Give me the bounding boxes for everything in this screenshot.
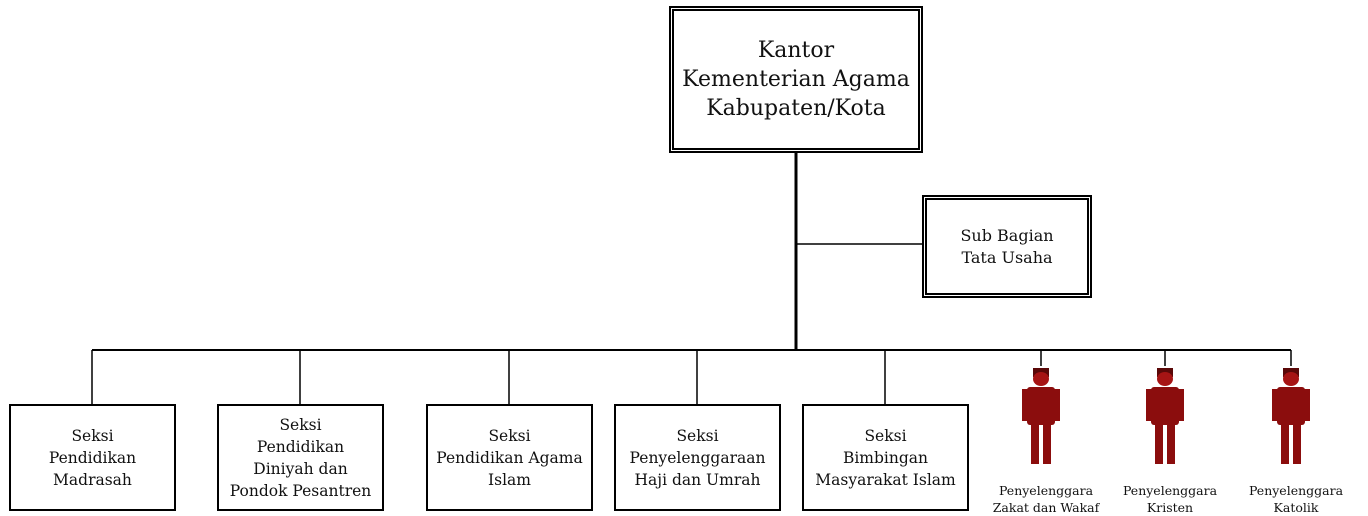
person-icon — [1022, 368, 1060, 464]
sub-bagian-label: Sub Bagian Tata Usaha — [960, 225, 1054, 267]
head-office-box: Kantor Kementerian Agama Kabupaten/Kota — [669, 6, 923, 153]
section-label: Seksi Penyelenggaraan Haji dan Umrah — [629, 426, 766, 489]
section-label: Seksi Bimbingan Masyarakat Islam — [815, 426, 956, 489]
section-box-madrasah: Seksi Pendidikan Madrasah — [9, 404, 176, 511]
head-office-title: Kantor Kementerian Agama Kabupaten/Kota — [682, 38, 910, 121]
officer-label-kristen: Penyelenggara Kristen — [1122, 483, 1218, 515]
officer-label-zakat: Penyelenggara Zakat dan Wakaf — [992, 483, 1100, 515]
section-label: Seksi Pendidikan Diniyah dan Pondok Pesa… — [229, 415, 372, 500]
officer-label-katolik: Penyelenggara Katolik — [1248, 483, 1344, 515]
section-box-diniyah: Seksi Pendidikan Diniyah dan Pondok Pesa… — [217, 404, 384, 511]
section-box-pai: Seksi Pendidikan Agama Islam — [426, 404, 593, 511]
person-icon — [1146, 368, 1184, 464]
section-label: Seksi Pendidikan Agama Islam — [436, 426, 583, 489]
person-icon — [1272, 368, 1310, 464]
section-box-haji: Seksi Penyelenggaraan Haji dan Umrah — [614, 404, 781, 511]
section-box-bimas: Seksi Bimbingan Masyarakat Islam — [802, 404, 969, 511]
section-label: Seksi Pendidikan Madrasah — [48, 426, 137, 489]
sub-bagian-box: Sub Bagian Tata Usaha — [922, 195, 1092, 298]
